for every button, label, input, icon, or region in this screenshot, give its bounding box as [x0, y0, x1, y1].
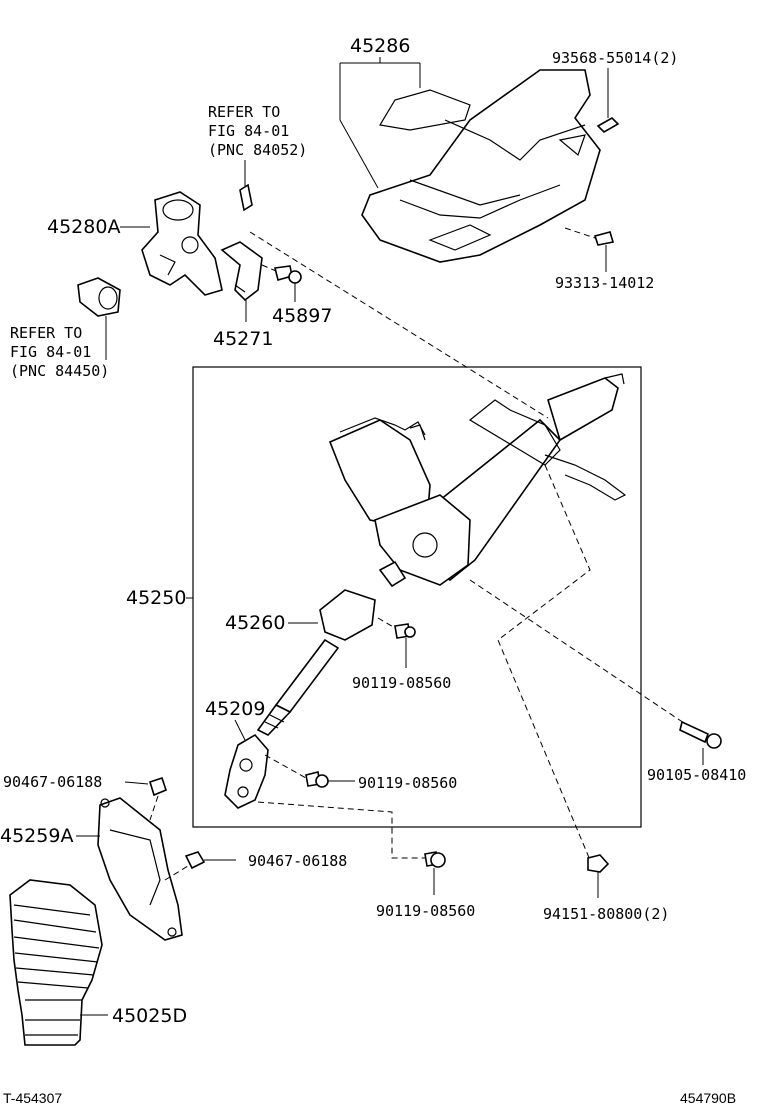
- ignition-housing-icon: [141, 191, 223, 296]
- refer-to-2-line3: (PNC 84450): [10, 362, 109, 380]
- clip-icon: [149, 776, 167, 797]
- label-45250: 45250: [126, 587, 186, 609]
- bolt-icon: [424, 851, 446, 868]
- label-45259a: 45259A: [0, 825, 73, 847]
- label-93313-14012: 93313-14012: [555, 274, 654, 292]
- bolt-icon: [394, 623, 416, 639]
- nut-icon: [587, 854, 610, 873]
- refer-to-2-line1: REFER TO: [10, 324, 82, 342]
- footer-right-code: 454790B: [680, 1090, 736, 1106]
- label-45286: 45286: [350, 35, 410, 57]
- bolt-icon: [305, 771, 329, 788]
- intermediate-shaft-icon: [256, 589, 376, 736]
- steering-column-icon: [328, 373, 627, 588]
- bolt-icon: [596, 117, 620, 133]
- label-90119-08560-a: 90119-08560: [352, 674, 451, 692]
- clip-icon: [239, 183, 253, 212]
- label-45271: 45271: [213, 328, 273, 350]
- refer-to-1-line2: FIG 84-01: [208, 122, 289, 140]
- lock-cylinder-icon: [77, 277, 121, 317]
- bolt-icon: [593, 231, 615, 246]
- label-94151-80800: 94151-80800(2): [543, 905, 669, 923]
- bolt-icon: [274, 265, 302, 284]
- label-93568-55014: 93568-55014(2): [552, 49, 678, 67]
- label-45260: 45260: [225, 612, 285, 634]
- label-45025d: 45025D: [112, 1005, 187, 1027]
- refer-to-2-line2: FIG 84-01: [10, 343, 91, 361]
- refer-to-1-line3: (PNC 84052): [208, 141, 307, 159]
- column-cover-icon: [361, 69, 601, 263]
- label-90467-06188-a: 90467-06188: [3, 773, 102, 791]
- label-90119-08560-b: 90119-08560: [358, 774, 457, 792]
- bracket-icon: [220, 241, 263, 302]
- boot-icon: [9, 879, 103, 1046]
- refer-to-1-line1: REFER TO: [208, 103, 280, 121]
- label-90467-06188-b: 90467-06188: [248, 852, 347, 870]
- universal-joint-icon: [224, 733, 269, 809]
- label-45897: 45897: [272, 305, 332, 327]
- label-45209: 45209: [205, 698, 265, 720]
- assembly-box-45250: [192, 366, 642, 828]
- bolt-icon: [679, 720, 722, 749]
- label-45280a: 45280A: [47, 216, 120, 238]
- label-90105-08410: 90105-08410: [647, 766, 746, 784]
- clip-icon: [184, 851, 206, 870]
- hole-cover-icon: [97, 797, 183, 941]
- label-90119-08560-c: 90119-08560: [376, 902, 475, 920]
- footer-left-code: T-454307: [3, 1090, 62, 1106]
